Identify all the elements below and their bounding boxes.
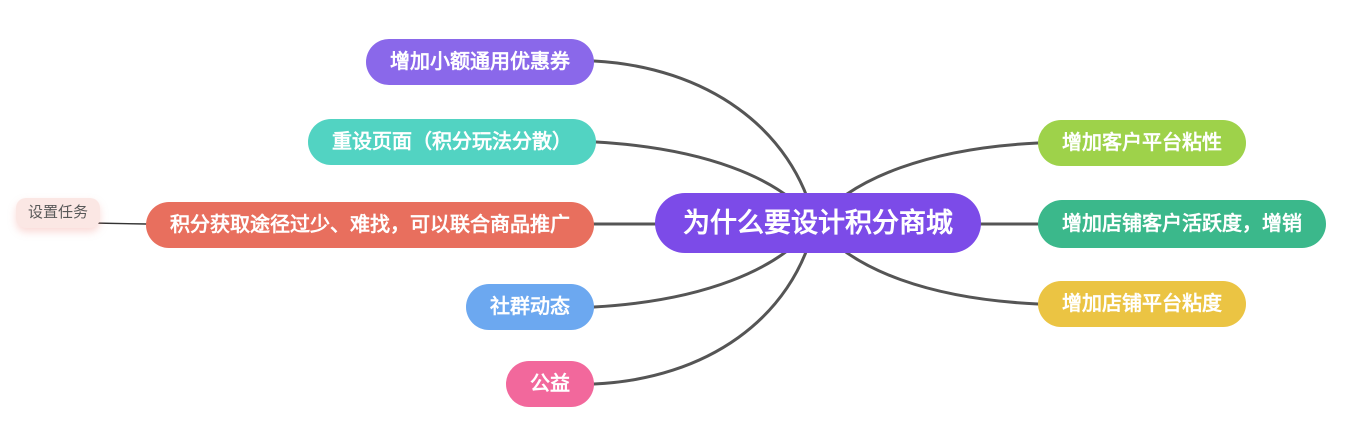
branch-node-shop-activity[interactable]: 增加店铺客户活跃度，增销	[1038, 200, 1326, 248]
central-topic-node[interactable]: 为什么要设计积分商城	[655, 193, 981, 253]
branch-node-community[interactable]: 社群动态	[466, 284, 594, 330]
branch-node-points-acquisition[interactable]: 积分获取途径过少、难找，可以联合商品推广	[146, 202, 594, 248]
connector-edge-charity	[592, 221, 817, 386]
note-connector-line	[91, 222, 147, 225]
branch-node-shop-stickiness[interactable]: 增加店铺平台粘度	[1038, 281, 1246, 327]
connector-edge-coupon	[592, 59, 817, 225]
branch-node-charity[interactable]: 公益	[506, 361, 594, 407]
floating-note-set-task[interactable]: 设置任务	[16, 198, 101, 228]
branch-node-coupon[interactable]: 增加小额通用优惠券	[366, 39, 594, 85]
branch-node-customer-stickiness[interactable]: 增加客户平台粘性	[1038, 120, 1246, 166]
branch-node-page-redesign[interactable]: 重设页面（积分玩法分散）	[308, 119, 596, 165]
